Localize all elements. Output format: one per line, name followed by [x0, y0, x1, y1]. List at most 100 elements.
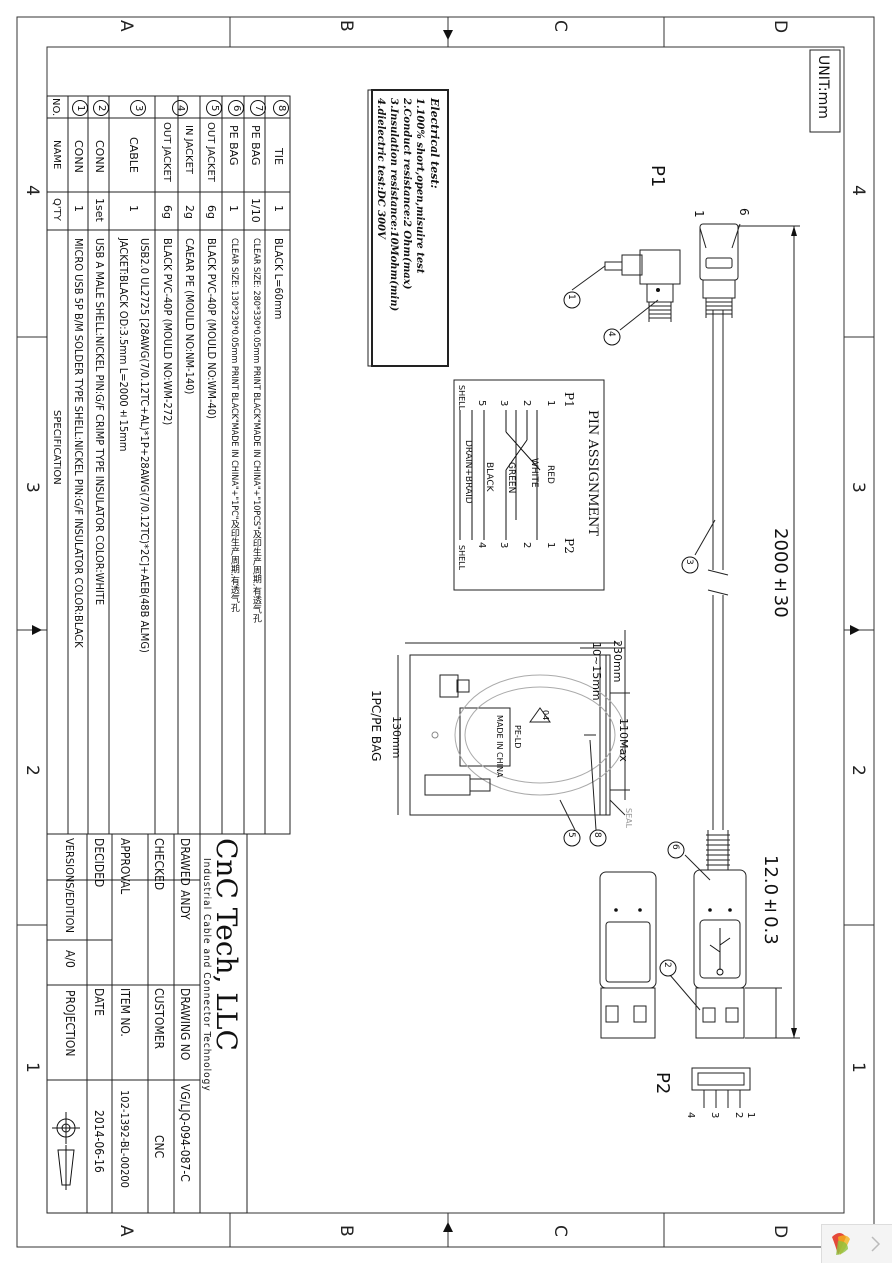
- bom-no-3: 3: [129, 100, 148, 116]
- pin-right-2: 2: [521, 542, 532, 549]
- callout-5-top: 6: [737, 208, 751, 216]
- wire-green: GREEN: [506, 462, 516, 494]
- bom-name-8: TIE: [272, 148, 286, 165]
- bag-width-dimension: 230mm: [611, 640, 624, 683]
- seal-label: SEAL: [624, 808, 633, 829]
- bom-no-6: 6: [227, 100, 246, 116]
- pin-right-shell: SHELL: [457, 545, 466, 571]
- zone-label-top-c: C: [550, 20, 570, 32]
- electrical-test-line-1: 1.100% short,open,misuire test: [414, 98, 425, 274]
- bom-no-8: 8: [272, 100, 291, 116]
- bom-spec-3: USB2.0 UL2725 [28AWG(7/0.12TC+AL)*1P+28A…: [138, 238, 152, 653]
- drawing-no-label: DRAWING NO: [178, 988, 192, 1061]
- p1-label: P1: [647, 165, 668, 188]
- bom-qty-5: 6g: [205, 205, 219, 219]
- electrical-test-line-3: 3.Insulation resistance:10Mohm(min): [388, 98, 399, 312]
- item-no-value: 102-1392-BL-00200: [118, 1090, 131, 1188]
- zone-label-top-a: A: [116, 20, 136, 32]
- p2-pin-3: 3: [709, 1112, 720, 1119]
- pin-assignment-title: PIN ASSIGNMENT: [585, 410, 600, 537]
- bom-header-spec: SPECIFICATION: [51, 410, 62, 485]
- bom-qty-1: 1: [72, 205, 86, 212]
- bag-height-dimension: 130mm: [390, 716, 403, 759]
- drawing-no-value: VG/LJQ-094-087-C: [178, 1084, 192, 1182]
- bom-spec-8: BLACK L=60mm: [272, 238, 286, 320]
- callout-5: 6: [670, 844, 680, 850]
- bom-spec-4-in: CAEAR PE (MOULD NO:NM-140): [183, 238, 197, 395]
- company-name: CnC Tech, LLC: [210, 838, 243, 1051]
- p2-pin-4: 4: [685, 1112, 696, 1119]
- bom-spec-4-out: BLACK PVC-40P (MOULD NO:WM-272): [161, 238, 175, 426]
- bom-no-1: 1: [71, 100, 90, 116]
- bom-qty-4-in: 2g: [183, 205, 197, 219]
- bom-name-5: OUT JACKET: [205, 122, 216, 182]
- tie-max-dimension: 110Max: [617, 718, 630, 762]
- bag-label: 1PC/PE BAG: [369, 690, 383, 762]
- wire-white: WHITE: [529, 458, 539, 488]
- pin-p1-label: P1: [562, 392, 576, 408]
- drawed-value: ANDY: [178, 890, 192, 920]
- drawed-label: DRAWED: [178, 838, 192, 886]
- zone-label-right-2: 2: [848, 765, 868, 776]
- bom-no-4: 4: [171, 100, 190, 116]
- electrical-test-line-4: 4.dielectric test:DC 300V: [375, 98, 386, 239]
- projection-label: PROJECTION: [63, 990, 77, 1057]
- version-value: A/0: [63, 950, 77, 968]
- callout-2: 2: [662, 962, 672, 968]
- bom-no-2: 2: [92, 100, 111, 116]
- zone-label-left-4: 4: [22, 185, 42, 196]
- pin-left-5: 5: [476, 400, 487, 407]
- callout-1-top: 1: [692, 210, 706, 218]
- zone-label-bottom-a: A: [116, 1225, 136, 1237]
- bom-qty-8: 1: [272, 205, 286, 212]
- checked-label: CHECKED: [152, 838, 166, 891]
- zone-label-top-b: B: [336, 20, 356, 32]
- zone-label-bottom-c: C: [550, 1225, 570, 1237]
- bom-qty-6: 1: [227, 205, 241, 212]
- p2-pin-2: 2: [733, 1112, 744, 1119]
- bom-name-1: CONN: [72, 140, 86, 173]
- plug-length-dimension: 12.0±0.3: [760, 855, 781, 945]
- bom-name-6: PE BAG: [227, 125, 241, 166]
- zone-label-right-1: 1: [848, 1062, 868, 1073]
- unit-label: UNIT:mm: [815, 55, 831, 119]
- approval-label: APPROVAL: [118, 838, 132, 895]
- customer-value: CNC: [152, 1135, 166, 1159]
- pin-right-4: 4: [476, 542, 487, 549]
- bom-no-7: 7: [249, 100, 268, 116]
- bom-header-no: NO.: [50, 98, 61, 117]
- zone-label-left-3: 3: [22, 482, 42, 493]
- pin-left-shell: SHELL: [457, 385, 466, 411]
- bom-qty-4-out: 6g: [161, 205, 175, 219]
- bom-spec-7: CLEAR SIZE: 280*330*0.05mm PRINT BLACK"M…: [250, 238, 261, 623]
- callout-4: 4: [606, 331, 616, 337]
- callout-6: 5: [566, 832, 576, 838]
- zone-label-right-4: 4: [848, 185, 868, 196]
- bom-spec-1: MICRO USB 5P B/M SOLDER TYPE SHELL:NICKE…: [72, 238, 86, 648]
- cable-length-dimension: 2000±30: [770, 528, 791, 618]
- pin-left-3: 3: [498, 400, 509, 407]
- p2-label: P2: [652, 1072, 673, 1095]
- zone-label-left-2: 2: [22, 765, 42, 776]
- customer-label: CUSTOMER: [152, 988, 166, 1050]
- viewer-logo-icon[interactable]: [821, 1224, 892, 1263]
- zone-label-left-1: 1: [22, 1062, 42, 1073]
- bom-spec-2: USB A MALE SHELL:NICKEL PIN:G/F CRIMP TY…: [93, 238, 107, 606]
- bom-qty-7: 1/10: [249, 198, 263, 223]
- bom-qty-3: 1: [127, 205, 141, 212]
- bom-name-4-out: OUT JACKET: [161, 122, 172, 182]
- bom-name-4-in: IN JACKET: [183, 125, 194, 175]
- company-tagline: Industrial Cable and Connector Technolog…: [201, 858, 212, 1092]
- zone-label-top-d: D: [770, 20, 790, 34]
- zone-label-right-3: 3: [848, 482, 868, 493]
- item-no-label: ITEM NO.: [118, 988, 132, 1037]
- decided-label: DECIDED: [92, 838, 106, 888]
- pin-right-3: 3: [498, 542, 509, 549]
- bom-no-5: 5: [205, 100, 224, 116]
- date-value: 2014-06-16: [92, 1110, 106, 1173]
- bom-spec-3b: JACKET:BLACK OD:3.5mm L=2000±15mm: [117, 238, 131, 452]
- bom-header-name: NAME: [51, 140, 62, 170]
- bom-name-7: PE BAG: [249, 125, 263, 166]
